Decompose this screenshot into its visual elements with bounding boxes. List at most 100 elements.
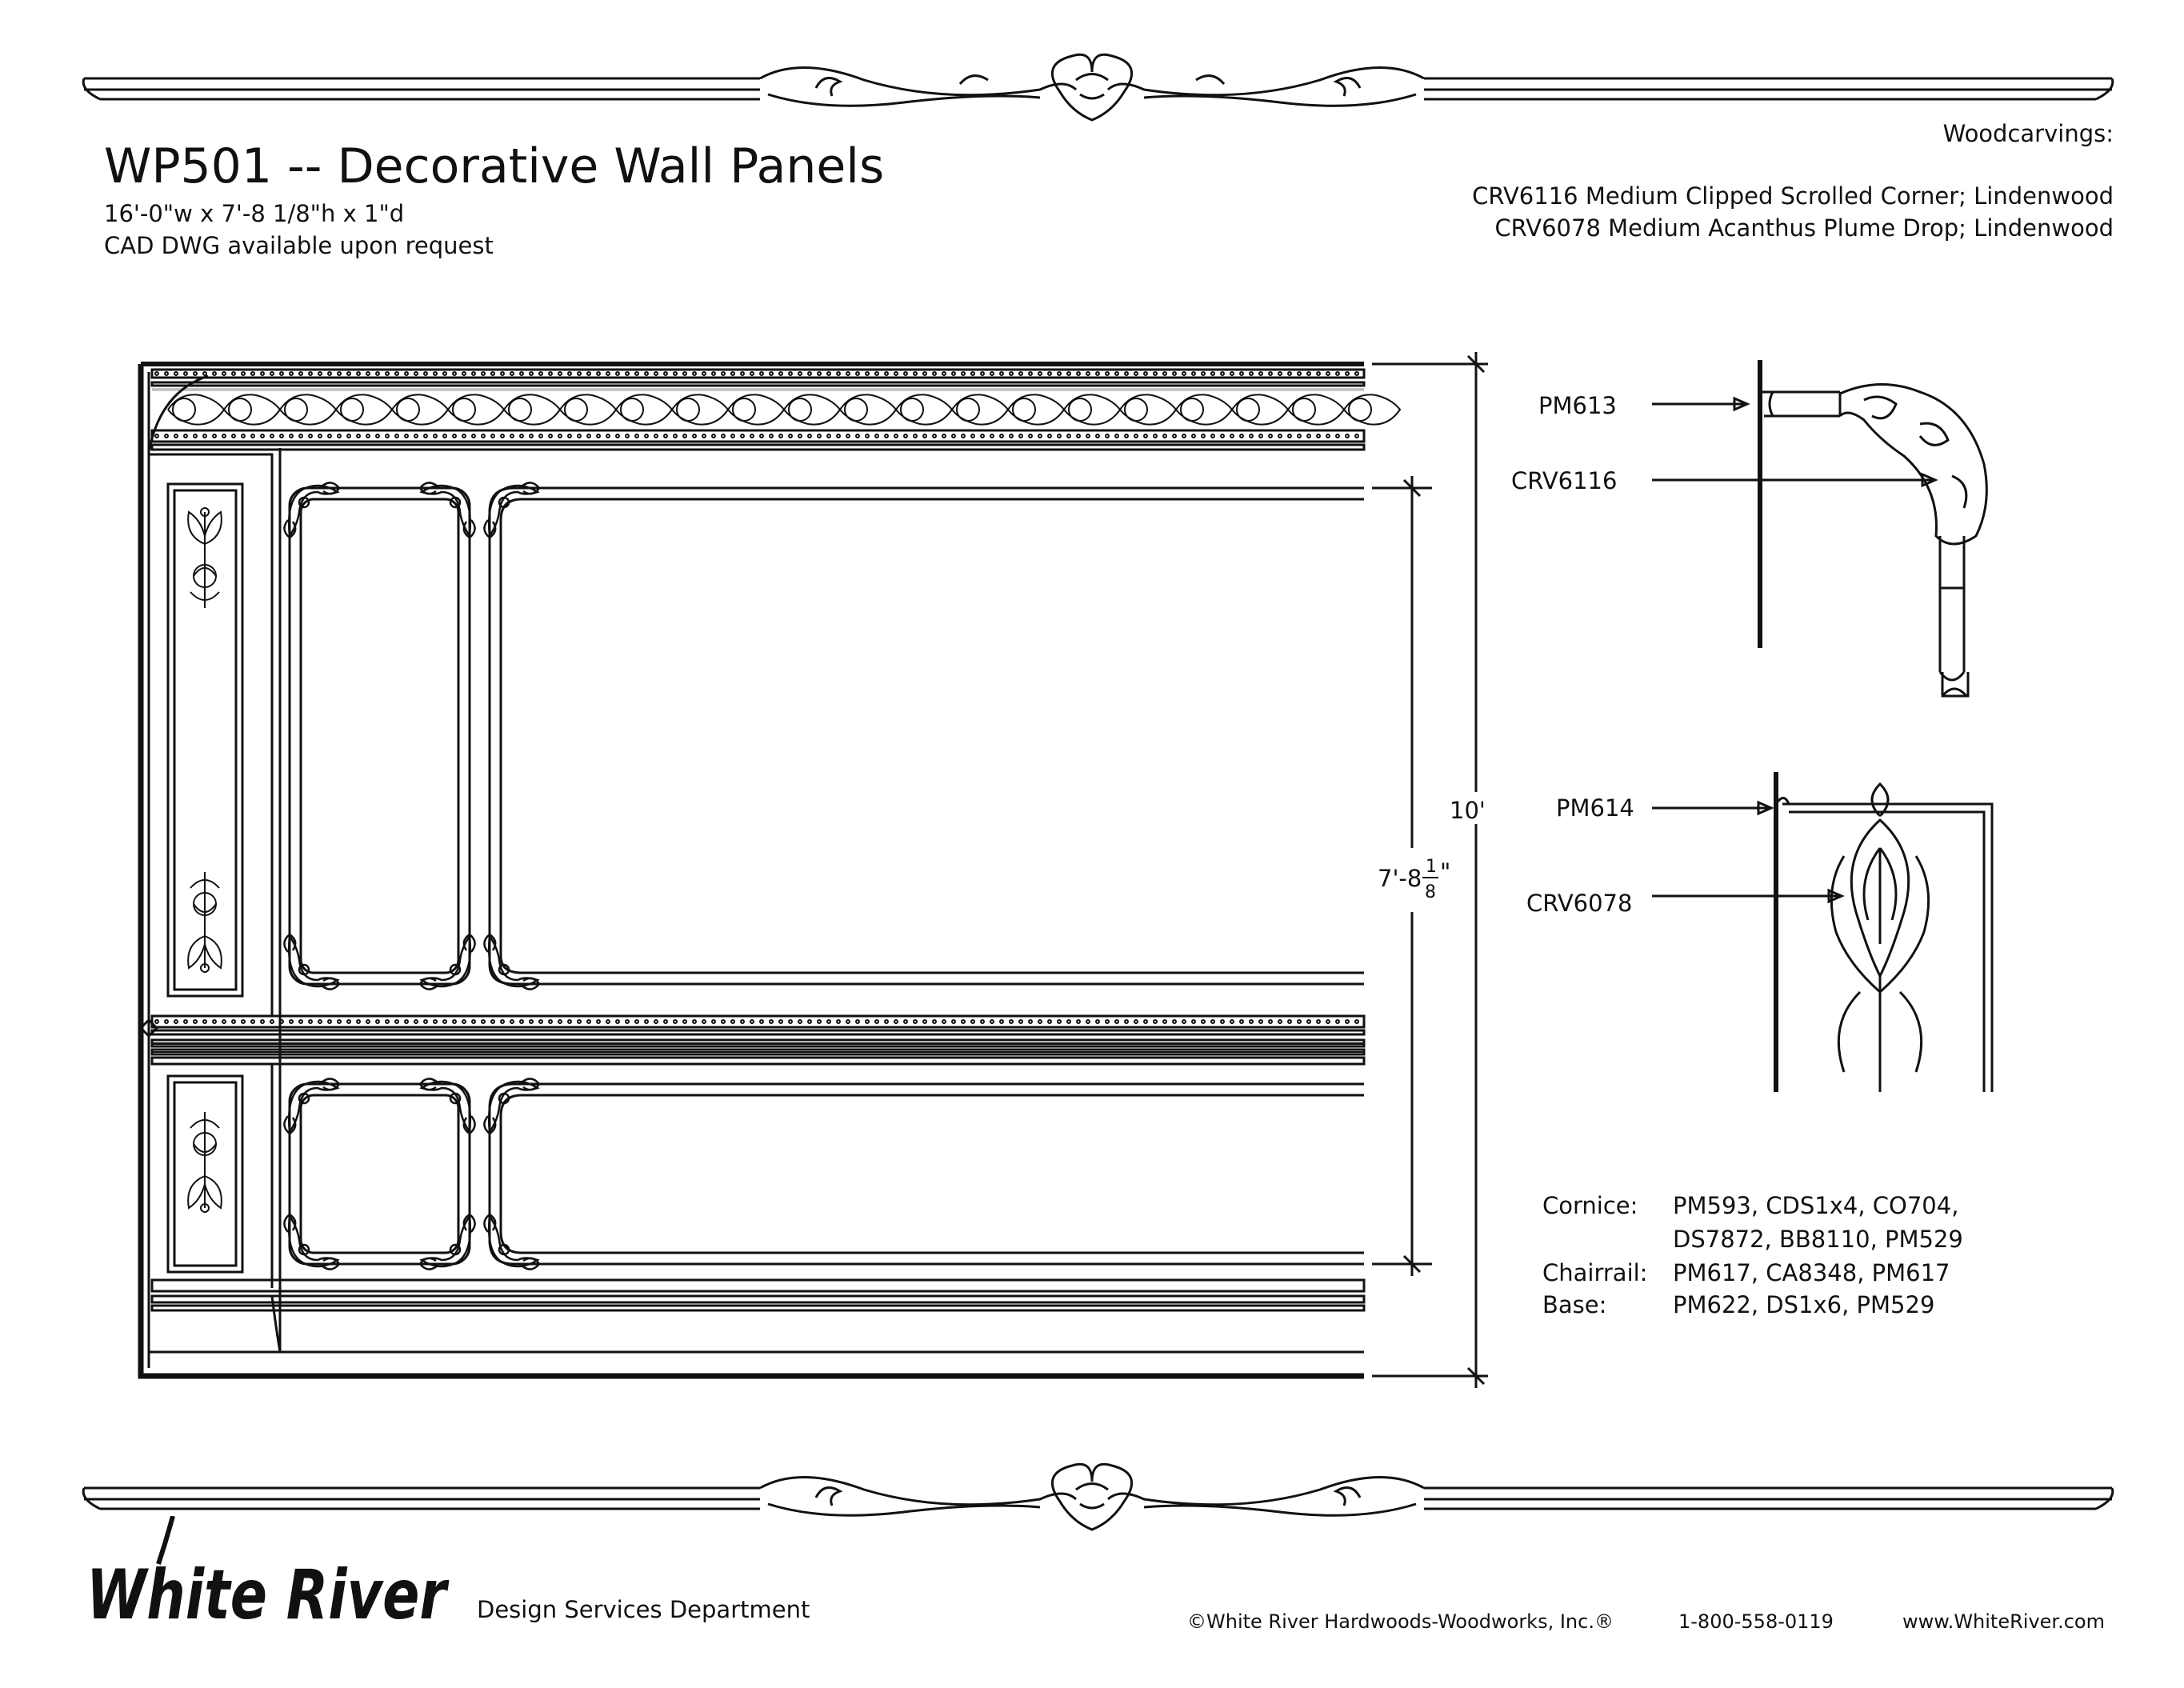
website-link[interactable]: www.WhiteRiver.com — [1902, 1610, 2105, 1633]
cornice-bead — [682, 371, 687, 376]
chairrail-bead — [721, 1019, 726, 1024]
cornice-bead — [231, 371, 236, 376]
cornice-bead — [1210, 434, 1215, 438]
cornice-bead — [1134, 434, 1138, 438]
chairrail-bead — [759, 1019, 764, 1024]
cornice-bead — [807, 371, 812, 376]
wall-panel-elevation: 10' 7'-8 1 8 " — [138, 352, 1488, 1388]
cornice-bead — [913, 371, 918, 376]
chairrail-bead — [356, 1019, 361, 1024]
cornice-bead — [1345, 371, 1350, 376]
cornice-bead — [164, 371, 169, 376]
cornice-bead — [558, 434, 562, 438]
cornice-bead — [970, 371, 975, 376]
cornice-bead — [442, 434, 447, 438]
cornice-bead — [730, 434, 735, 438]
cornice-bead — [481, 371, 486, 376]
chairrail-bead — [894, 1019, 898, 1024]
chairrail-bead — [932, 1019, 937, 1024]
cornice-bead — [289, 434, 294, 438]
cornice-bead — [164, 434, 169, 438]
chairrail-bead — [519, 1019, 524, 1024]
cornice-bead — [529, 371, 534, 376]
cornice-bead — [1287, 371, 1292, 376]
woodcarving-item: CRV6078 Medium Acanthus Plume Drop; Lind… — [1494, 214, 2114, 242]
cornice-bead — [606, 434, 610, 438]
cornice-bead — [1191, 434, 1196, 438]
cornice-bead — [270, 371, 274, 376]
chairrail-bead — [346, 1019, 351, 1024]
cornice-bead — [1354, 371, 1359, 376]
corner-carving — [283, 1078, 341, 1135]
cornice-bead — [1038, 371, 1042, 376]
cornice-bead — [385, 434, 390, 438]
cornice-bead — [510, 371, 514, 376]
chairrail-bead — [1326, 1019, 1330, 1024]
chairrail-bead — [990, 1019, 994, 1024]
chairrail-bead — [1143, 1019, 1148, 1024]
cornice-bead — [394, 371, 399, 376]
cornice-bead — [289, 371, 294, 376]
cornice-bead — [673, 371, 678, 376]
cornice-bead — [1326, 434, 1330, 438]
panel-height-fraction-den: 8 — [1425, 882, 1436, 902]
molding-value: DS7872, BB8110, PM529 — [1673, 1226, 1963, 1253]
cornice-bead — [1028, 434, 1033, 438]
chairrail-bead — [1201, 1019, 1206, 1024]
chairrail-bead — [289, 1019, 294, 1024]
cornice-bead — [567, 434, 572, 438]
callout-crv6116: CRV6116 — [1511, 467, 1618, 494]
cornice-bead — [615, 434, 620, 438]
cornice-bead — [970, 434, 975, 438]
cornice-bead — [932, 434, 937, 438]
cornice-bead — [615, 371, 620, 376]
corner-carving — [483, 933, 541, 990]
cornice-bead — [414, 434, 418, 438]
total-height-label: 10' — [1450, 797, 1486, 824]
molding-value: PM622, DS1x6, PM529 — [1673, 1291, 1935, 1318]
chairrail-bead — [404, 1019, 409, 1024]
cornice-bead — [394, 434, 399, 438]
chairrail-bead — [702, 1019, 706, 1024]
cornice-bead — [769, 371, 774, 376]
cornice-bead — [625, 434, 630, 438]
chairrail-bead — [951, 1019, 956, 1024]
chairrail-bead — [308, 1019, 313, 1024]
chairrail-bead — [1028, 1019, 1033, 1024]
cornice-bead — [980, 371, 985, 376]
cornice-bead — [1172, 434, 1177, 438]
cornice-bead — [1066, 434, 1071, 438]
frieze-scroll — [1343, 394, 1402, 426]
cornice-bead — [375, 371, 380, 376]
panel-height-unit: " — [1440, 858, 1450, 886]
copyright: ©White River Hardwoods-Woodworks, Inc.® — [1187, 1610, 1614, 1633]
chairrail-bead — [154, 1019, 159, 1024]
cornice-bead — [1018, 434, 1023, 438]
cornice-bead — [1095, 371, 1100, 376]
corner-carving — [418, 482, 476, 539]
cornice-bead — [951, 371, 956, 376]
cornice-bead — [490, 434, 495, 438]
chairrail-bead — [1278, 1019, 1282, 1024]
cornice-bead — [174, 371, 178, 376]
chairrail-bead — [1134, 1019, 1138, 1024]
chairrail-bead — [1249, 1019, 1254, 1024]
cornice-bead — [1297, 371, 1302, 376]
cornice-bead — [606, 371, 610, 376]
chairrail-bead — [1162, 1019, 1167, 1024]
cornice-bead — [433, 371, 438, 376]
chairrail-bead — [730, 1019, 735, 1024]
chairrail-bead — [1220, 1019, 1225, 1024]
cornice-bead — [174, 434, 178, 438]
chairrail-bead — [1105, 1019, 1110, 1024]
cornice-bead — [1258, 371, 1263, 376]
cornice-bead — [586, 371, 591, 376]
cornice-bead — [778, 434, 783, 438]
corner-carving — [418, 933, 476, 990]
cornice-bead — [471, 371, 476, 376]
cornice-bead — [1124, 434, 1129, 438]
cornice-bead — [1239, 371, 1244, 376]
cornice-bead — [1086, 434, 1090, 438]
cornice-bead — [471, 434, 476, 438]
cornice-bead — [855, 434, 860, 438]
